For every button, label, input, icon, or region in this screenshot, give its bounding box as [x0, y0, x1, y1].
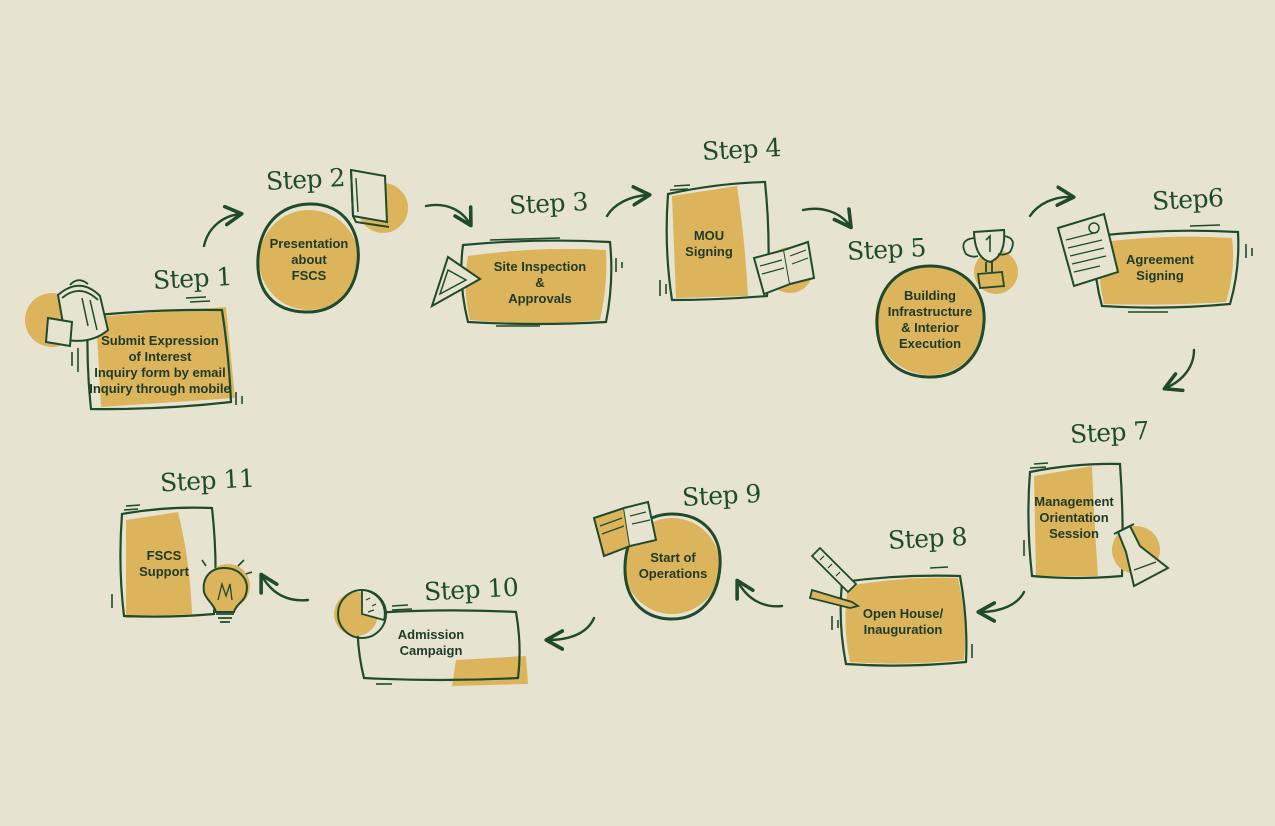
- step-8-label: Step 8: [887, 521, 968, 556]
- step-10-card: [356, 604, 528, 686]
- arrow-2-3: [424, 203, 473, 228]
- step-7-label: Step 7: [1069, 415, 1150, 450]
- flow-arrows: [202, 185, 1196, 651]
- book-icon: [349, 168, 408, 233]
- arrow-5-6: [1028, 185, 1076, 218]
- arrow-10-11: [259, 572, 310, 602]
- step-6-label: Step6: [1151, 183, 1225, 216]
- arrow-1-2: [202, 204, 244, 248]
- open-book-icon: [752, 240, 816, 296]
- step-5-card: [875, 264, 986, 379]
- document-icon: [1056, 212, 1120, 288]
- pencil-ruler-icon: [808, 546, 861, 609]
- step-5-label: Step 5: [846, 232, 927, 267]
- step-8-card: [831, 566, 973, 667]
- arrow-4-5: [801, 207, 853, 230]
- arrow-9-10: [544, 616, 596, 651]
- arrow-7-8: [976, 590, 1026, 623]
- step-8-text: Open House/Inauguration: [862, 606, 944, 637]
- step-4-label: Step 4: [701, 132, 782, 167]
- open-book-icon-2: [592, 500, 658, 558]
- step-2-card: [256, 202, 360, 314]
- trophy-icon: [962, 228, 1018, 294]
- step-3-label: Step 3: [508, 186, 589, 221]
- step-3-card: [460, 237, 623, 327]
- step-1-card: [71, 296, 243, 411]
- step-9-label: Step 9: [681, 478, 762, 513]
- step-6-card: [1093, 224, 1253, 313]
- step-11-card: [111, 504, 217, 618]
- arrow-6-7: [1162, 348, 1196, 393]
- step-2-label: Step 2: [265, 162, 346, 197]
- backpack-icon: [25, 279, 110, 348]
- step-3-text: Site Inspection&Approvals: [493, 259, 587, 306]
- step-1-label: Step 1: [152, 261, 233, 296]
- step-10-label: Step 10: [423, 572, 519, 607]
- step-11-label: Step 11: [159, 463, 255, 498]
- flask-icon: [1112, 523, 1170, 588]
- step-4-card: [659, 180, 770, 302]
- arrow-3-4: [605, 185, 652, 218]
- set-square-icon: [430, 255, 482, 309]
- lightbulb-icon: [201, 559, 253, 623]
- step-7-card: [1023, 462, 1124, 580]
- arrow-8-9: [735, 578, 784, 608]
- pie-chart-icon: [334, 589, 387, 639]
